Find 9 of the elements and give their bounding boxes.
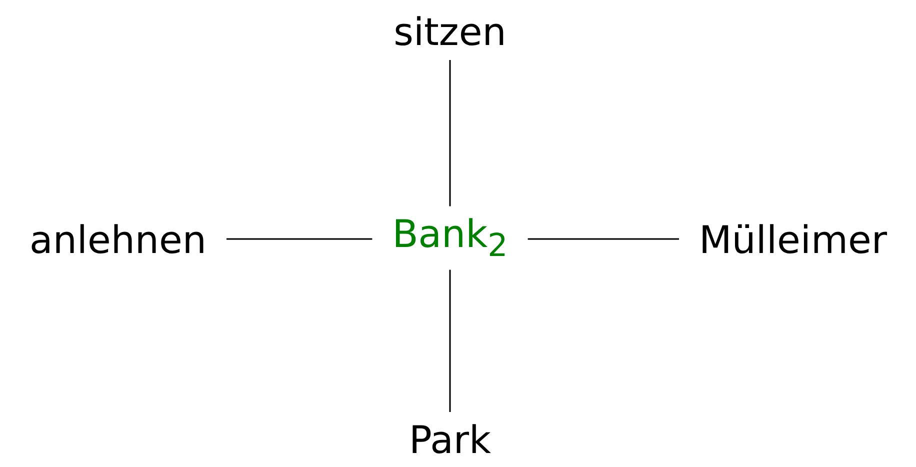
word-label: anlehnen (30, 218, 206, 262)
connector-line (226, 238, 372, 240)
word-label: sitzen (394, 10, 506, 54)
word-label: Mülleimer (699, 218, 887, 262)
connector-line (449, 270, 451, 412)
connector-line (528, 238, 680, 240)
connector-line (449, 60, 451, 206)
word-label: Park (408, 418, 492, 462)
word-label: Bank$_{2}$ (392, 212, 508, 256)
